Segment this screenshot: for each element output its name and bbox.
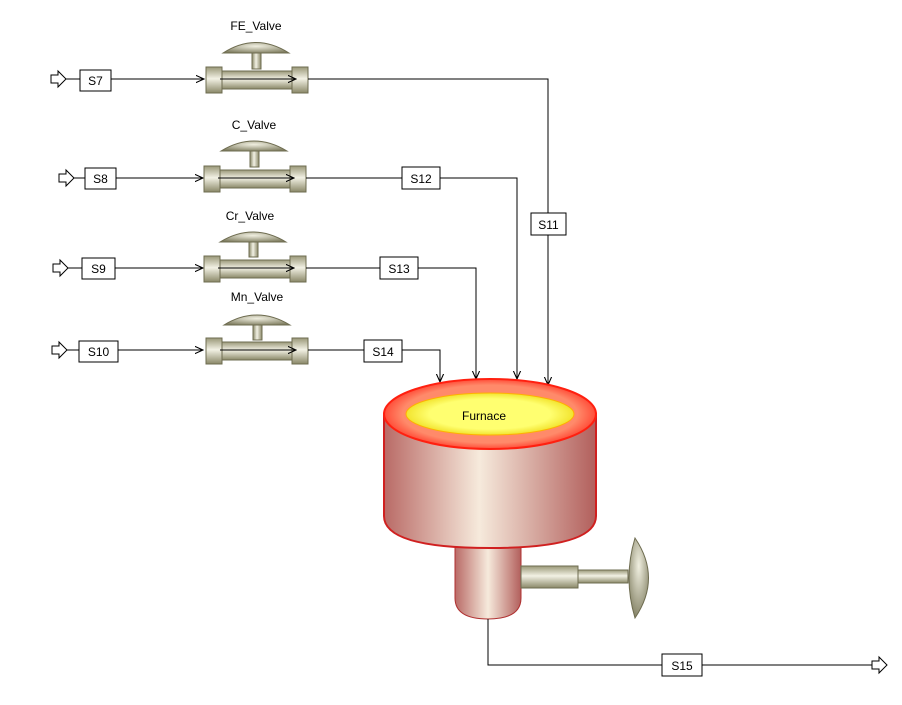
- molten-metal: [405, 392, 575, 436]
- fe-valve[interactable]: FE_Valve: [205, 19, 309, 94]
- feed-arrow-icon: [52, 258, 69, 278]
- furnace-body: [383, 413, 597, 550]
- furnace-label: Furnace: [462, 409, 506, 423]
- stream-label-s11: S11: [538, 218, 559, 232]
- valve-label: Cr_Valve: [226, 209, 275, 223]
- feed-stream-s10[interactable]: S10: [51, 340, 203, 363]
- feed-arrow-icon: [51, 340, 68, 360]
- c-valve[interactable]: C_Valve: [203, 118, 307, 193]
- tap-handle-icon: [628, 536, 649, 620]
- furnace[interactable]: Furnace: [383, 378, 649, 620]
- stream-tag-s10[interactable]: [78, 340, 119, 363]
- valve-handle-icon: [219, 140, 289, 152]
- stream-s15[interactable]: S15: [487, 619, 888, 677]
- mn-valve[interactable]: Mn_Valve: [205, 290, 309, 365]
- stream-label-s7: S7: [88, 74, 103, 88]
- feed-stream-s9[interactable]: S9: [52, 257, 203, 280]
- feed-stream-s7[interactable]: S7: [50, 69, 204, 92]
- tap-stem: [520, 565, 579, 589]
- stream-label-s13: S13: [388, 262, 410, 276]
- feed-stream-s8[interactable]: S8: [58, 167, 203, 190]
- stream-s13[interactable]: S13: [306, 256, 476, 379]
- valve-handle-icon: [221, 42, 291, 54]
- stream-label-s8: S8: [93, 172, 108, 186]
- stream-s14[interactable]: S14: [308, 339, 440, 382]
- valve-label: C_Valve: [232, 118, 277, 132]
- stream-s11[interactable]: S11: [308, 78, 567, 385]
- product-arrow-icon: [871, 655, 888, 675]
- stream-tag-s14[interactable]: [363, 339, 403, 363]
- stream-label-s10: S10: [88, 345, 110, 359]
- feed-arrow-icon: [50, 69, 67, 89]
- stream-tag-s7[interactable]: [79, 69, 112, 92]
- stream-label-s12: S12: [410, 172, 432, 186]
- feed-arrow-icon: [58, 168, 75, 188]
- valve-label: FE_Valve: [230, 19, 281, 33]
- stream-label-s14: S14: [372, 345, 394, 359]
- stream-label-s15: S15: [671, 659, 693, 673]
- valve-handle-icon: [218, 231, 288, 243]
- valve-handle-icon: [222, 314, 292, 326]
- stream-label-s9: S9: [91, 262, 106, 276]
- stream-s12[interactable]: S12: [306, 166, 517, 379]
- valve-label: Mn_Valve: [231, 290, 284, 304]
- cr-valve[interactable]: Cr_Valve: [203, 209, 307, 283]
